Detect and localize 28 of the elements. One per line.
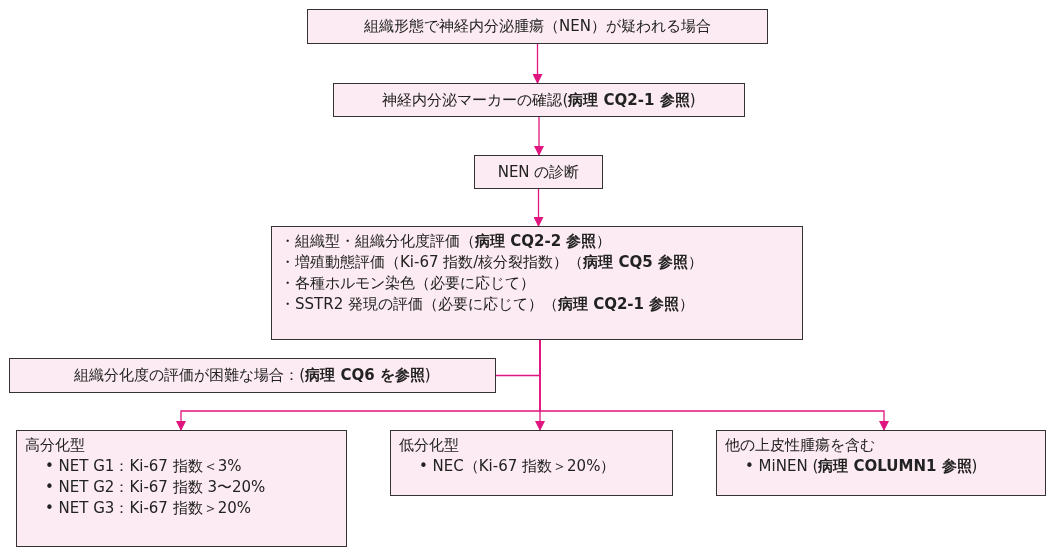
- node-text: 神経内分泌マーカーの確認(病理 CQ2-1 参照): [381, 90, 697, 111]
- category-heading: 高分化型: [25, 435, 86, 456]
- arrow: [534, 116, 544, 156]
- node-text: ・組織型・組織分化度評価（病理 CQ2-2 参照）: [280, 231, 613, 252]
- process-box: [716, 430, 1046, 496]
- category-heading: 他の上皮性腫瘍を含む: [725, 435, 876, 456]
- node-text: ・増殖動態評価（Ki-67 指数/核分裂指数）（病理 CQ5 参照）: [280, 252, 704, 273]
- process-box: [307, 9, 768, 44]
- arrow: [539, 339, 889, 431]
- process-box: [474, 155, 603, 189]
- node-text: 組織分化度の評価が困難な場合：(病理 CQ6 を参照): [73, 365, 432, 386]
- node-text: • NEC（Ki-67 指数＞20%）: [418, 456, 617, 477]
- node-text: • NET G1：Ki-67 指数＜3%: [44, 456, 243, 477]
- process-box: [9, 358, 496, 393]
- node-text: • MiNEN (病理 COLUMN1 参照): [744, 456, 979, 477]
- arrow: [532, 43, 543, 84]
- node-text: ・SSTR2 発現の評価（必要に応じて）（病理 CQ2-1 参照）: [280, 294, 696, 315]
- node-text: • NET G2：Ki-67 指数 3〜20%: [44, 477, 267, 498]
- node-text: ・各種ホルモン染色（必要に応じて）: [280, 273, 536, 294]
- node-text: • NET G3：Ki-67 指数＞20%: [44, 498, 253, 519]
- process-box: [390, 430, 673, 496]
- process-box: [16, 430, 347, 547]
- process-box: [271, 226, 803, 340]
- process-box: [333, 83, 745, 117]
- arrow: [533, 188, 544, 227]
- node-text: NEN の診断: [496, 162, 581, 183]
- category-heading: 低分化型: [399, 435, 460, 456]
- node-text: 組織形態で神経内分泌腫瘍（NEN）が疑われる場合: [363, 16, 712, 37]
